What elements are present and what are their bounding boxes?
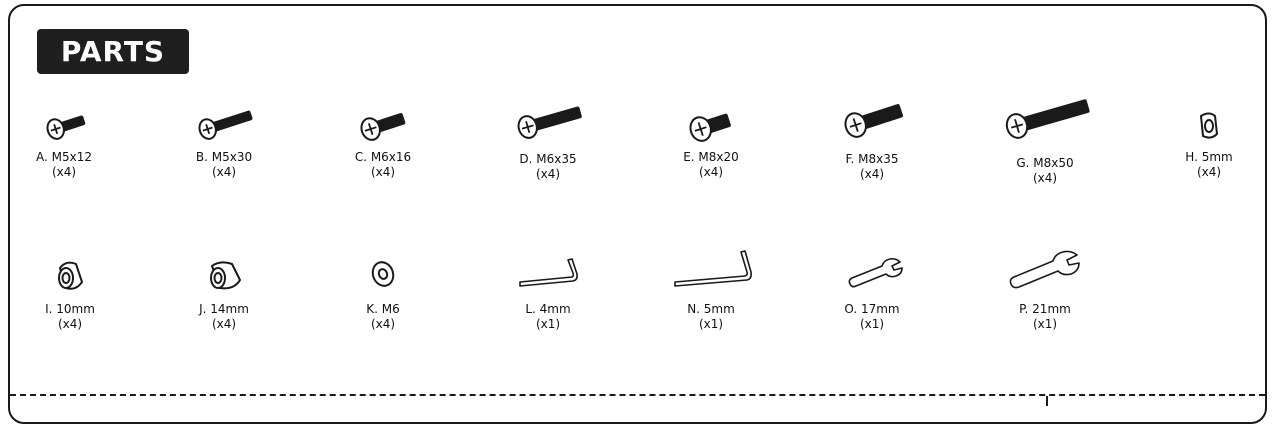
part-qty: (x1) bbox=[698, 317, 724, 331]
screw-icon bbox=[360, 113, 406, 141]
part-j: J. 14mm (x4) bbox=[164, 258, 284, 338]
part-d: D. M6x35 (x4) bbox=[488, 106, 608, 190]
screw-icon bbox=[46, 115, 86, 140]
screw-icon bbox=[517, 106, 582, 139]
part-qty: (x4) bbox=[211, 317, 237, 331]
allen-key-icon bbox=[519, 258, 578, 287]
part-qty: (x4) bbox=[51, 165, 77, 179]
washer-icon bbox=[371, 261, 395, 287]
screw-icon bbox=[198, 110, 253, 140]
part-e: E. M8x20 (x4) bbox=[651, 110, 771, 190]
part-label: G. M8x50 bbox=[1016, 156, 1074, 170]
part-f: F. M8x35 (x4) bbox=[812, 104, 932, 190]
spacer-icon bbox=[58, 261, 84, 290]
part-qty: (x4) bbox=[1032, 171, 1058, 185]
spacer-icon bbox=[1199, 112, 1219, 139]
screw-icon bbox=[1005, 99, 1090, 139]
part-label: F. M8x35 bbox=[845, 152, 899, 166]
part-qty: (x4) bbox=[698, 165, 724, 179]
part-label: L. 4mm bbox=[525, 302, 571, 316]
part-label: P. 21mm bbox=[1019, 302, 1071, 316]
section-divider-vertical bbox=[1046, 396, 1048, 406]
part-label: H. 5mm bbox=[1185, 150, 1233, 164]
wrench-icon bbox=[1009, 250, 1080, 289]
parts-title: PARTS bbox=[37, 29, 189, 74]
section-divider bbox=[10, 394, 1265, 396]
part-label: E. M8x20 bbox=[683, 150, 739, 164]
parts-panel-frame bbox=[8, 4, 1267, 424]
part-p: P. 21mm (x1) bbox=[985, 248, 1105, 340]
part-qty: (x4) bbox=[57, 317, 83, 331]
part-qty: (x4) bbox=[370, 317, 396, 331]
part-qty: (x4) bbox=[1196, 165, 1222, 179]
part-h: H. 5mm (x4) bbox=[1149, 110, 1269, 190]
part-label: C. M6x16 bbox=[354, 150, 412, 164]
part-o: O. 17mm (x1) bbox=[812, 256, 932, 340]
part-label: N. 5mm bbox=[687, 302, 735, 316]
part-l: L. 4mm (x1) bbox=[488, 258, 608, 338]
part-k: K. M6 (x4) bbox=[323, 258, 443, 338]
part-qty: (x1) bbox=[535, 317, 561, 331]
part-qty: (x4) bbox=[859, 167, 885, 181]
part-qty: (x4) bbox=[370, 165, 396, 179]
part-qty: (x4) bbox=[535, 167, 561, 181]
part-c: C. M6x16 (x4) bbox=[323, 110, 443, 190]
part-label: J. 14mm bbox=[199, 302, 249, 316]
part-qty: (x1) bbox=[859, 317, 885, 331]
allen-key-icon bbox=[674, 250, 752, 287]
spacer-icon bbox=[210, 261, 242, 290]
part-a: A. M5x12 (x4) bbox=[4, 110, 124, 190]
part-qty: (x4) bbox=[211, 165, 237, 179]
part-label: B. M5x30 bbox=[195, 150, 253, 164]
part-qty: (x1) bbox=[1032, 317, 1058, 331]
part-label: D. M6x35 bbox=[519, 152, 577, 166]
part-b: B. M5x30 (x4) bbox=[164, 110, 284, 190]
part-n: N. 5mm (x1) bbox=[651, 250, 771, 340]
part-i: I. 10mm (x4) bbox=[10, 258, 130, 338]
screw-icon bbox=[689, 113, 731, 142]
part-g: G. M8x50 (x4) bbox=[985, 99, 1105, 190]
screw-icon bbox=[844, 104, 903, 138]
part-label: A. M5x12 bbox=[36, 150, 92, 164]
part-label: O. 17mm bbox=[844, 302, 900, 316]
part-label: K. M6 bbox=[366, 302, 400, 316]
part-label: I. 10mm bbox=[45, 302, 95, 316]
wrench-icon bbox=[848, 258, 903, 288]
